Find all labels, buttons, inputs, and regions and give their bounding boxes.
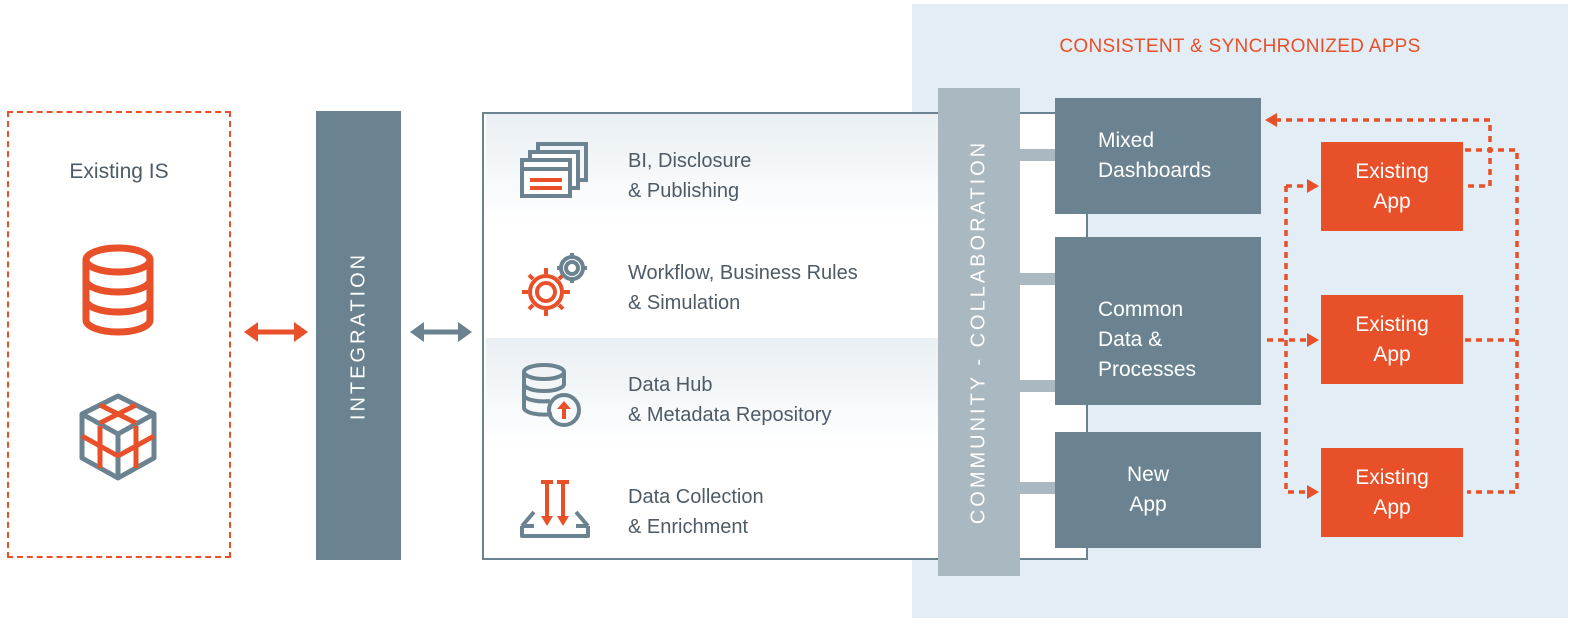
capability-row: Data Hub & Metadata Repository [486,338,938,446]
existing-app-line: App [1373,496,1411,519]
integration-bar: INTEGRATION [316,111,401,560]
module-line: Data & [1098,328,1163,351]
module-line: Mixed [1098,129,1155,152]
module-common-data-processes: Common Data & Processes [1055,237,1261,405]
existing-app-line: App [1373,343,1411,366]
capability-label: Workflow, Business Rules & Simulation [628,258,858,318]
module-line: New [1126,463,1169,486]
module-line: Dashboards [1098,159,1212,182]
sync-connectors [1265,113,1519,499]
capability-label: Data Collection & Enrichment [628,482,764,542]
capability-line: & Publishing [628,180,740,202]
existing-is-box [7,111,231,558]
capability-line: Data Collection [628,486,764,508]
collection-icon [520,480,590,538]
existing-app-line: App [1373,190,1411,213]
module-line: Common [1098,298,1184,321]
community-label: COMMUNITY - COLLABORATION [967,139,990,525]
module-mixed-dashboards: Mixed Dashboards [1055,98,1261,214]
existing-app-line: Existing [1355,160,1429,183]
capability-label: BI, Disclosure & Publishing [628,146,751,206]
double-arrow-icon [244,322,308,342]
capability-label: Data Hub & Metadata Repository [628,370,831,430]
existing-app-box: Existing App [1321,448,1463,537]
existing-is-label: Existing IS [69,160,169,183]
gears-icon [522,253,587,316]
module-line: Processes [1098,358,1197,381]
capability-line: & Enrichment [628,516,749,538]
report-icon [520,142,588,198]
capability-line: Workflow, Business Rules [628,262,858,284]
community-collaboration-bar: COMMUNITY - COLLABORATION [938,88,1020,576]
capability-line: BI, Disclosure [628,150,752,172]
integration-label: INTEGRATION [347,251,369,420]
apps-panel-title: CONSISTENT & SYNCHRONIZED APPS [1059,36,1421,57]
capability-line: & Simulation [628,292,741,314]
database-icon [82,244,154,336]
existing-app-box: Existing App [1321,295,1463,384]
module-line: App [1129,493,1167,516]
double-arrow-icon [410,322,472,342]
database-upload-icon [522,363,581,427]
module-new-app: New App [1055,432,1261,548]
capability-line: Data Hub [628,374,713,396]
existing-app-box: Existing App [1321,142,1463,231]
capability-row: Workflow, Business Rules & Simulation [486,226,938,334]
capability-row: BI, Disclosure & Publishing [486,114,938,222]
existing-app-line: Existing [1355,313,1429,336]
capability-line: & Metadata Repository [628,404,832,426]
cube-icon [79,393,157,481]
capability-row: Data Collection & Enrichment [486,450,938,558]
existing-app-line: Existing [1355,466,1429,489]
